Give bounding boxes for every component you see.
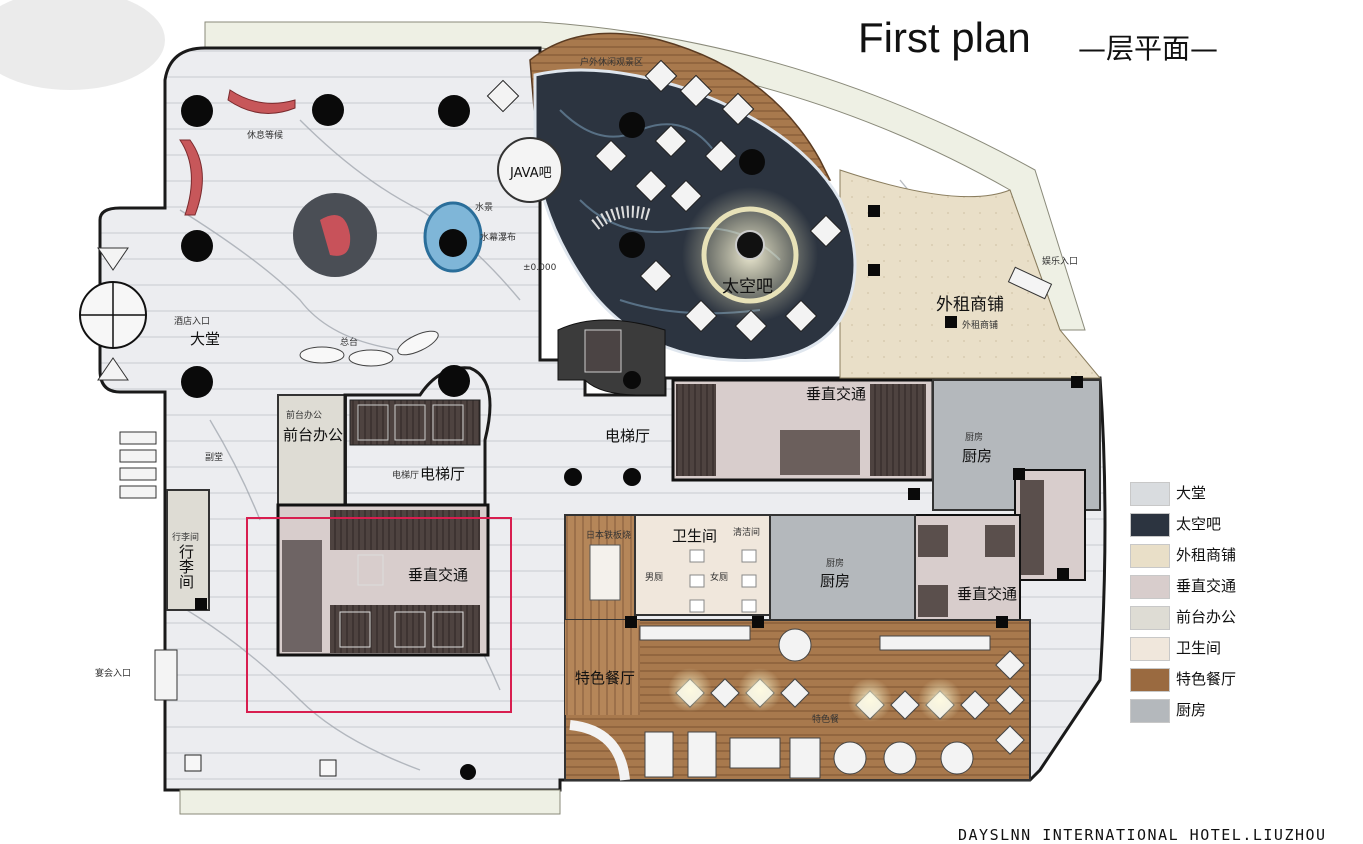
label-banquet-entrance: 宴会入口: [95, 669, 132, 679]
java-bar-circle: [497, 137, 563, 203]
label-lobby: 大堂: [190, 330, 221, 348]
stair-icon-2: [319, 759, 337, 777]
label-elevator-hall-small: 电梯厅: [392, 471, 420, 481]
curved-banquette: [569, 720, 630, 781]
label-water-feature: 水景: [475, 203, 494, 213]
label-front-office: 前台办公: [283, 426, 344, 444]
label-kitchen-small-1: 厨房: [965, 433, 984, 443]
label-space-bar: 太空吧: [722, 277, 773, 297]
reception-desk-1: [299, 346, 345, 364]
elevator-hall-wall: [343, 366, 492, 507]
label-elevator-hall-2: 电梯厅: [605, 427, 651, 445]
legend-swatch: [1130, 513, 1170, 537]
space-bar-column: [735, 230, 765, 260]
label-feature-restaurant: 特色餐厅: [575, 669, 636, 687]
dining-tables: [639, 625, 991, 779]
label-buffet: 日本铁板烧: [586, 531, 632, 541]
legend-swatch: [1130, 668, 1170, 692]
label-vertical-traffic-2: 垂直交通: [806, 385, 867, 403]
label-reception: 总台: [340, 338, 359, 348]
stair-icon-1: [184, 754, 202, 772]
luggage-room: [166, 489, 210, 611]
label-hotel-entrance: 酒店入口: [174, 317, 211, 327]
label-outdoor-area: 户外休闲观景区: [580, 58, 644, 68]
stair-left: [282, 540, 322, 652]
label-kitchen-2: 厨房: [820, 572, 851, 590]
label-vertical-traffic-3: 垂直交通: [957, 585, 1018, 603]
elevators-top: [349, 399, 481, 446]
legend-item-lobby: 大堂: [1130, 480, 1330, 506]
legend-item-front-office: 前台办公: [1130, 604, 1330, 630]
sofa-2: [179, 139, 203, 216]
legend-swatch: [1130, 606, 1170, 630]
reception-desk-2: [348, 349, 394, 367]
legend-item-rental: 外租商铺: [1130, 542, 1330, 568]
label-elevation: ±0.000: [523, 263, 557, 273]
bottom-terrace: [179, 789, 561, 815]
legend-label: 厨房: [1176, 701, 1207, 719]
label-vertical-traffic-1: 垂直交通: [408, 566, 469, 584]
page-title-cn: —层平面—: [1078, 32, 1219, 65]
legend-label: 垂直交通: [1176, 577, 1237, 595]
page-title: First plan: [858, 14, 1031, 61]
label-rental-shop-small: 外租商铺: [962, 321, 999, 331]
legend-label: 前台办公: [1176, 608, 1237, 626]
label-front-office-small: 前台办公: [286, 411, 323, 421]
legend-label: 特色餐厅: [1176, 670, 1237, 688]
legend-item-space-bar: 太空吧: [1130, 511, 1330, 537]
legend-swatch: [1130, 637, 1170, 661]
legend-swatch: [1130, 544, 1170, 568]
legend-label: 大堂: [1176, 484, 1207, 502]
pillars: [181, 94, 1083, 780]
label-luggage-small: 行李间: [172, 533, 200, 543]
legend-swatch: [1130, 482, 1170, 506]
label-luggage: 行李间: [177, 544, 195, 589]
label-elevator-hall: 电梯厅: [420, 465, 466, 483]
label-mens: 男厕: [645, 573, 664, 583]
label-rental-shop: 外租商铺: [936, 295, 1004, 315]
legend-label: 卫生间: [1176, 639, 1222, 657]
label-restroom: 卫生间: [672, 527, 718, 545]
label-pantry: 清洁间: [733, 528, 761, 538]
legend-item-vertical-traffic: 垂直交通: [1130, 573, 1330, 599]
label-kitchen-small-2: 厨房: [826, 559, 845, 569]
watercolor-splash: [0, 0, 165, 90]
highlight-box: [246, 517, 512, 713]
label-java-bar: JAVA吧: [510, 166, 552, 181]
label-waterfall: 水幕瀑布: [480, 233, 517, 243]
legend-swatch: [1130, 575, 1170, 599]
label-vice-lobby: 副堂: [205, 453, 224, 463]
space-bar-counter: [701, 206, 799, 304]
label-ent-entrance: 娱乐入口: [1042, 257, 1079, 267]
legend-item-kitchen: 厨房: [1130, 697, 1330, 723]
entrance-doors: [97, 247, 1053, 701]
legend-item-feature-restaurant: 特色餐厅: [1130, 666, 1330, 692]
legend-label: 外租商铺: [1176, 546, 1237, 564]
reception-desk-3: [397, 330, 439, 356]
label-womens: 女厕: [710, 573, 729, 583]
space-bar-stair: [591, 205, 652, 230]
sofa-1: [227, 89, 296, 114]
legend-item-restroom: 卫生间: [1130, 635, 1330, 661]
bar-seating: [486, 59, 843, 343]
footer-hotel-name: DAYSLNN INTERNATIONAL HOTEL.LIUZHOU: [958, 826, 1327, 844]
label-rest-area: 休息等候: [247, 131, 284, 141]
label-kitchen-1: 厨房: [962, 447, 993, 465]
legend-swatch: [1130, 699, 1170, 723]
legend-label: 太空吧: [1176, 515, 1222, 533]
label-feature-small: 特色餐: [812, 715, 840, 725]
